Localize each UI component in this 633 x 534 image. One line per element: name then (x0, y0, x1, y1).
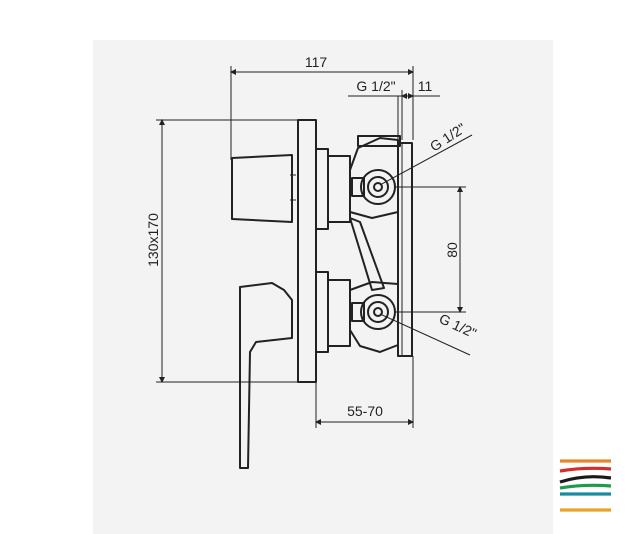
logo-stripe (559, 475, 612, 484)
height-dimension: 130x170 (145, 213, 161, 267)
width-dimension: 117 (305, 54, 328, 70)
depth-dimension: 11 (418, 78, 433, 94)
spacing-dimension: 80 (444, 242, 460, 258)
drawing-panel (93, 40, 553, 534)
valve-body-lower (349, 281, 399, 353)
valve-drawing (231, 119, 413, 469)
thread-top-dimension: G 1/2" (356, 78, 395, 94)
dimension-lines (156, 66, 473, 428)
cover-plate (297, 119, 317, 383)
lever-handle (239, 282, 293, 469)
logo-stripe (559, 466, 612, 473)
mounting-box (397, 142, 413, 357)
upper-knob (231, 154, 293, 223)
logo-stripe (559, 483, 612, 490)
wall-range-dimension: 55-70 (347, 403, 383, 419)
brand-logo (559, 459, 612, 512)
